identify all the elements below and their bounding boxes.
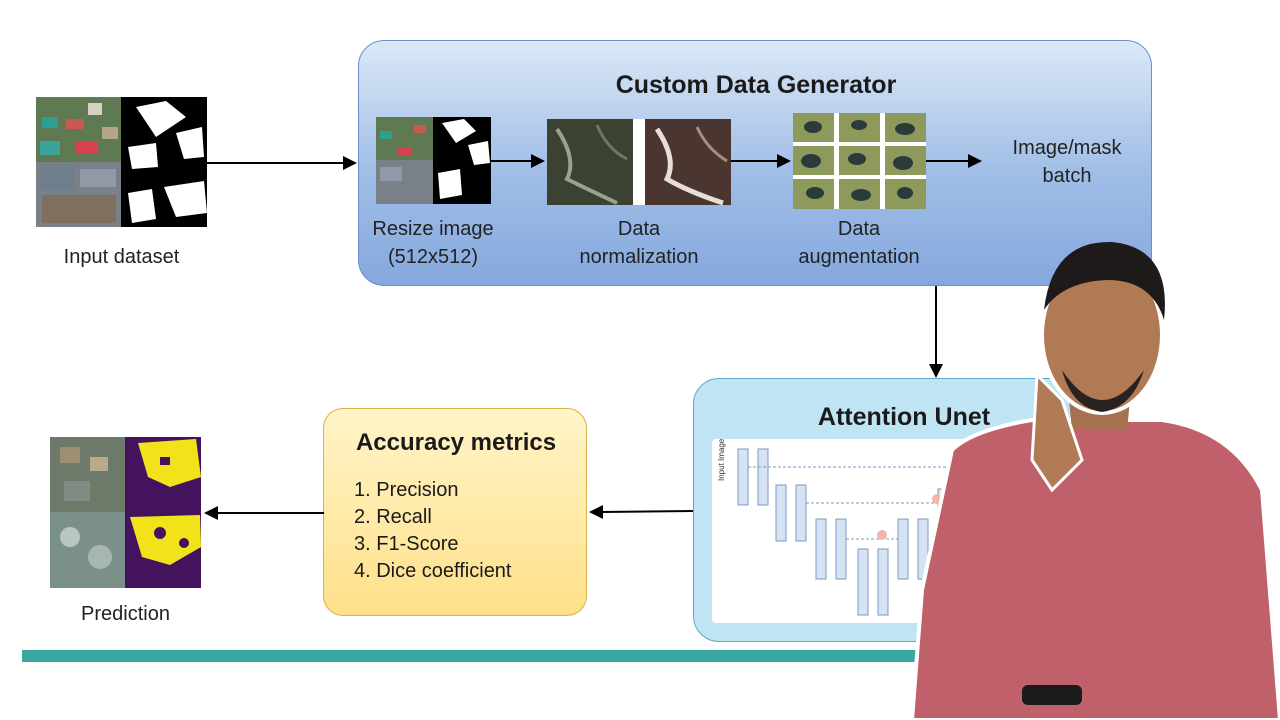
resize-image-label: Resize image (512x512)	[372, 218, 494, 268]
resize-image-thumbnail	[376, 117, 491, 204]
input-dataset-image	[36, 97, 207, 227]
metric-item-precision: 1. Precision	[354, 479, 459, 501]
data-augmentation-label: Data augmentation	[798, 218, 920, 268]
teal-divider-bar	[22, 650, 1022, 662]
data-normalization-thumbnail	[547, 119, 731, 205]
custom-data-generator-box: Custom Data Generator	[358, 40, 1152, 286]
arrow-metrics-to-prediction	[204, 506, 324, 520]
presenter-photo	[912, 241, 1280, 720]
data-normalization-label: Data normalization	[579, 218, 699, 268]
prediction-image	[50, 437, 201, 588]
generator-title: Custom Data Generator	[615, 71, 897, 99]
accuracy-metrics-box: Accuracy metrics 1. Precision 2. Recall …	[323, 408, 587, 616]
arrow-normalization-to-augmentation	[731, 154, 791, 168]
prediction-label: Prediction	[81, 603, 170, 625]
image-mask-batch-label: Image/mask batch	[1012, 137, 1122, 187]
metric-item-f1-score: 3. F1-Score	[354, 533, 459, 555]
arrow-resize-to-normalization	[491, 154, 545, 168]
arrow-unet-to-metrics	[589, 505, 694, 519]
unet-input-image-text: Input Image	[717, 439, 726, 481]
arrow-augmentation-to-batch	[926, 154, 982, 168]
metric-item-dice-coefficient: 4. Dice coefficient	[354, 560, 512, 582]
arrow-generator-to-unet	[929, 286, 943, 378]
input-dataset-label: Input dataset	[63, 246, 180, 268]
arrow-input-to-generator	[207, 156, 357, 170]
metrics-title: Accuracy metrics	[355, 429, 557, 456]
data-augmentation-thumbnail	[793, 113, 926, 209]
metric-item-recall: 2. Recall	[354, 506, 432, 528]
unet-title: Attention Unet	[817, 403, 991, 431]
